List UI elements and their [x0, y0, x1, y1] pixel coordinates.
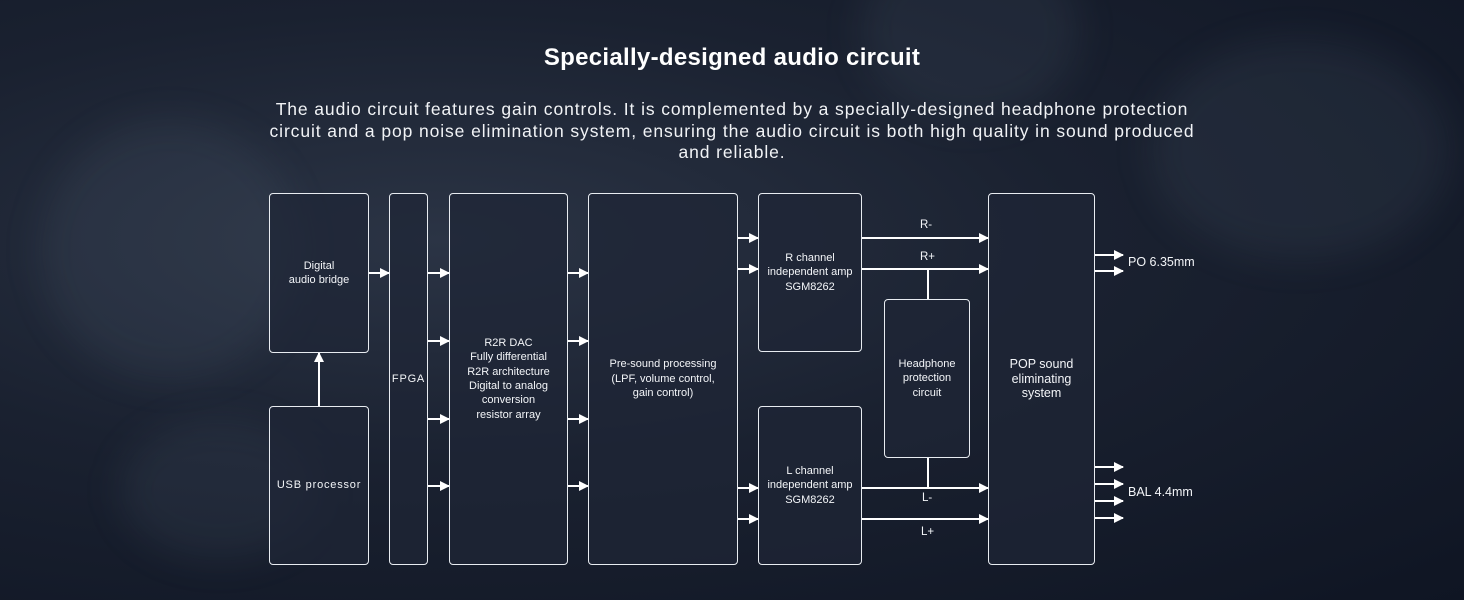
signal-label-r-plus: R+	[920, 251, 936, 263]
l-channel-amp-block: L channel independent amp SGM8262	[758, 406, 862, 565]
digital-audio-bridge-block: Digital audio bridge	[269, 193, 369, 353]
signal-label-l-minus: L-	[922, 492, 933, 504]
usb-processor-block: USB processor	[269, 406, 369, 565]
page-description: The audio circuit features gain controls…	[269, 99, 1195, 162]
background-decoration	[40, 120, 300, 380]
page-title: Specially-designed audio circuit	[543, 44, 921, 71]
signal-label-r-minus: R-	[920, 219, 933, 231]
pop-sound-eliminating-block: POP sound eliminating system	[988, 193, 1095, 565]
r-channel-amp-block: R channel independent amp SGM8262	[758, 193, 862, 352]
output-label-bal: BAL 4.4mm	[1128, 485, 1193, 499]
r2r-dac-block: R2R DAC Fully differential R2R architect…	[449, 193, 568, 565]
pre-sound-processing-block: Pre-sound processing (LPF, volume contro…	[588, 193, 738, 565]
fpga-block: FPGA	[389, 193, 428, 565]
background-decoration	[1150, 40, 1450, 260]
signal-label-l-plus: L+	[921, 526, 935, 538]
headphone-protection-block: Headphone protection circuit	[884, 299, 970, 458]
output-label-po: PO 6.35mm	[1128, 255, 1195, 269]
